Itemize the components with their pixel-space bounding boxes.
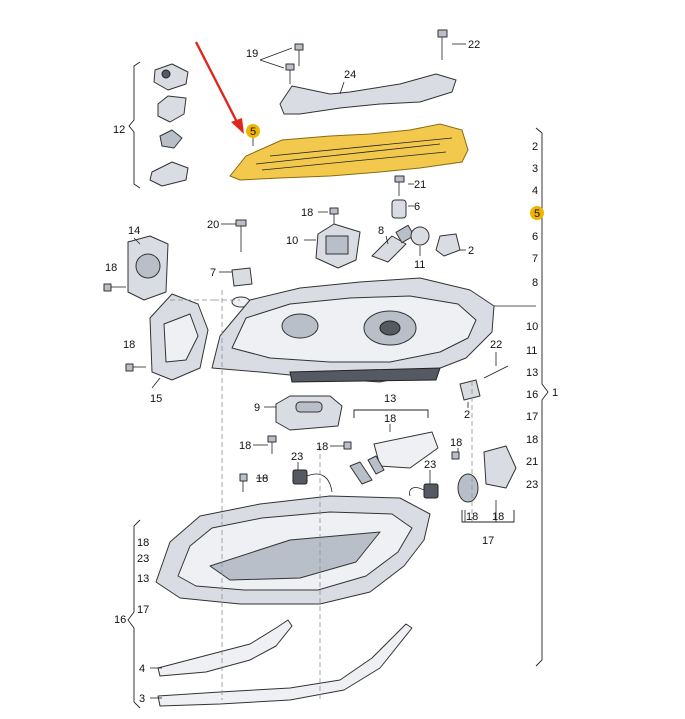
callout-18-left: 18 (105, 262, 117, 274)
bracket-13-top (353, 409, 429, 418)
callout-8-mid: 8 (378, 225, 384, 237)
part-2-motor-right (459, 379, 481, 401)
red-arrow-head (231, 118, 244, 134)
callout-22-top: 22 (468, 39, 480, 51)
part-7-grommet (231, 267, 253, 287)
part-16-housing (155, 495, 431, 605)
list-8: 8 (532, 277, 538, 289)
connector-23-right (409, 483, 439, 499)
callout-3: 3 (139, 693, 145, 705)
list-21: 21 (526, 456, 538, 468)
callout-5-top: 5 (250, 126, 256, 138)
callout-18-seal: 18 (316, 441, 328, 453)
alignment-lines (170, 290, 473, 700)
part-15-rear-housing (149, 293, 209, 381)
callout-6-mid: 6 (414, 201, 420, 213)
part-11-cap (410, 226, 430, 246)
part-9-ballast (275, 395, 343, 431)
part-8-bulb (371, 224, 415, 263)
list-18: 18 (526, 434, 538, 446)
callout-18-connector: 18 (256, 473, 268, 485)
screw-20 (235, 219, 247, 252)
callout-18-list16: 18 (137, 537, 149, 549)
callout-11-mid: 11 (414, 259, 425, 271)
callout-5-list: 5 (534, 208, 540, 220)
callout-18-ballast: 18 (239, 440, 251, 452)
part-3-trim-strip (157, 623, 413, 707)
part-17-group (451, 445, 517, 503)
part-5-texture (255, 137, 453, 171)
callout-13-top: 13 (384, 393, 396, 405)
part-21-screw (394, 175, 405, 196)
callout-20: 20 (207, 219, 219, 231)
screw-18-left (103, 283, 126, 292)
bracket-17 (461, 510, 515, 523)
screw-22-right (483, 365, 509, 379)
part-6-socket (391, 199, 407, 219)
part-10-module (315, 223, 361, 269)
badge-5-list (530, 206, 544, 220)
callout-12: 12 (113, 124, 125, 136)
callout-14: 14 (128, 225, 140, 237)
callout-23-list16: 23 (137, 553, 149, 565)
list-4: 4 (532, 185, 538, 197)
screw-18-module (329, 207, 339, 224)
callout-23-right: 23 (424, 459, 436, 471)
part-4-trim-strip (157, 619, 293, 677)
list-16: 16 (526, 389, 538, 401)
part-24-mounting-rail (279, 73, 457, 115)
list-7: 7 (532, 253, 538, 265)
callout-10-mid: 10 (286, 235, 298, 247)
callout-23-left: 23 (291, 451, 303, 463)
part-2-motor-top (435, 233, 461, 257)
part-13-seal-group (343, 431, 439, 485)
callout-15: 15 (150, 393, 162, 405)
bracket-16 (127, 519, 141, 709)
callout-17-group: 17 (482, 535, 494, 547)
callout-21-mid: 21 (414, 179, 426, 191)
callout-2-right: 2 (464, 409, 470, 421)
callout-18-ring: 18 (466, 511, 478, 523)
part-14-control-unit (127, 235, 169, 301)
red-arrow-line (194, 41, 240, 125)
part-12-clips (149, 63, 189, 187)
callout-7-mid: 7 (210, 267, 216, 279)
leader-lines (133, 43, 536, 699)
part-5-headlight-trim (229, 123, 469, 181)
connector-23-left (292, 469, 333, 493)
list-6: 6 (532, 231, 538, 243)
list-23: 23 (526, 479, 538, 491)
callout-13-list16: 13 (137, 573, 149, 585)
callout-19: 19 (246, 48, 258, 60)
callout-16-left: 16 (114, 614, 126, 626)
callout-22-right: 22 (490, 339, 502, 351)
callout-18-group13: 18 (384, 413, 396, 425)
bracket-1 (535, 127, 549, 667)
callout-18-motor: 18 (492, 511, 504, 523)
callout-2-mid: 2 (468, 245, 474, 257)
screw-18-lower-left (125, 363, 146, 372)
badge-5-top (246, 124, 260, 138)
callout-18-lower-left: 18 (123, 339, 135, 351)
list-13: 13 (526, 367, 538, 379)
callout-18-module: 18 (301, 207, 313, 219)
callout-1: 1 (552, 387, 558, 399)
list-17: 17 (526, 411, 538, 423)
callout-9: 9 (254, 402, 260, 414)
part-1-headlight-assembly (211, 277, 495, 383)
callout-18-group17: 18 (450, 437, 462, 449)
callout-4: 4 (139, 663, 145, 675)
list-10: 10 (526, 321, 538, 333)
list-3: 3 (532, 163, 538, 175)
screw-22-top (437, 29, 448, 60)
screws-19 (285, 43, 304, 84)
callout-24: 24 (344, 69, 356, 81)
screw-18-connector (239, 473, 248, 492)
bracket-12 (128, 61, 141, 189)
screw-18-ballast (267, 435, 277, 454)
list-11: 11 (526, 345, 537, 357)
list-2: 2 (532, 141, 538, 153)
callout-17-list16: 17 (137, 604, 149, 616)
